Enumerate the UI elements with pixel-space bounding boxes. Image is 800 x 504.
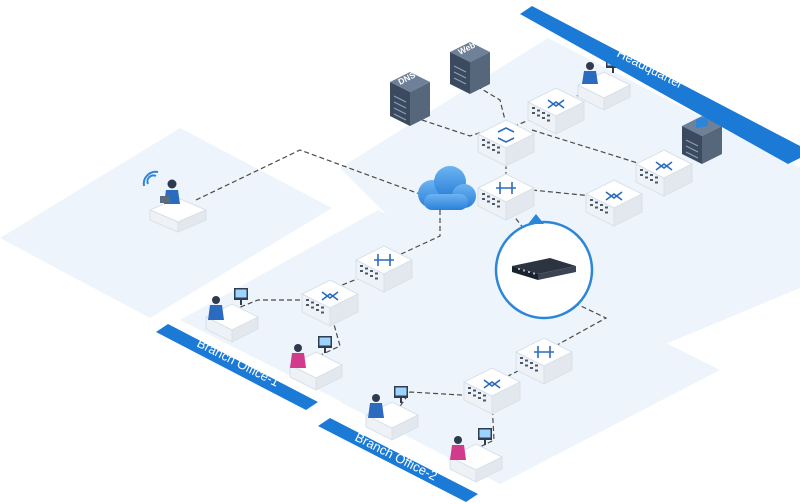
branch1-workstation-1	[205, 287, 259, 343]
wireless-user	[142, 170, 208, 233]
link-branch1-switch-ws1	[227, 299, 316, 313]
router-icon	[497, 127, 515, 143]
firewall-device	[494, 214, 594, 320]
user-icon	[454, 436, 462, 444]
link-branch2-switch-ws1	[395, 391, 479, 413]
link-branch2-switch-ws2	[469, 401, 495, 453]
user-icon	[212, 296, 220, 304]
link-wireless-cloud	[195, 149, 437, 201]
storage-server	[682, 116, 722, 164]
switch-icon	[547, 99, 565, 109]
branch1-zone	[180, 210, 548, 406]
branch1-workstation-2	[289, 335, 343, 391]
branch2-zone	[340, 290, 720, 484]
branch2-workstation-1	[365, 385, 419, 441]
web-server: Web	[450, 40, 490, 94]
user-icon	[586, 62, 594, 70]
user-icon	[294, 344, 302, 352]
hq-workstation	[577, 55, 631, 111]
link-hq-right-1	[531, 129, 661, 171]
link-cloud-branch1	[383, 210, 441, 263]
user-icon	[372, 394, 380, 402]
dns-server: DNS	[390, 70, 430, 126]
branch2-workstation-2	[449, 427, 503, 483]
wireless-icon	[142, 170, 159, 187]
cloud-icon	[418, 166, 476, 210]
user-icon	[167, 179, 177, 189]
